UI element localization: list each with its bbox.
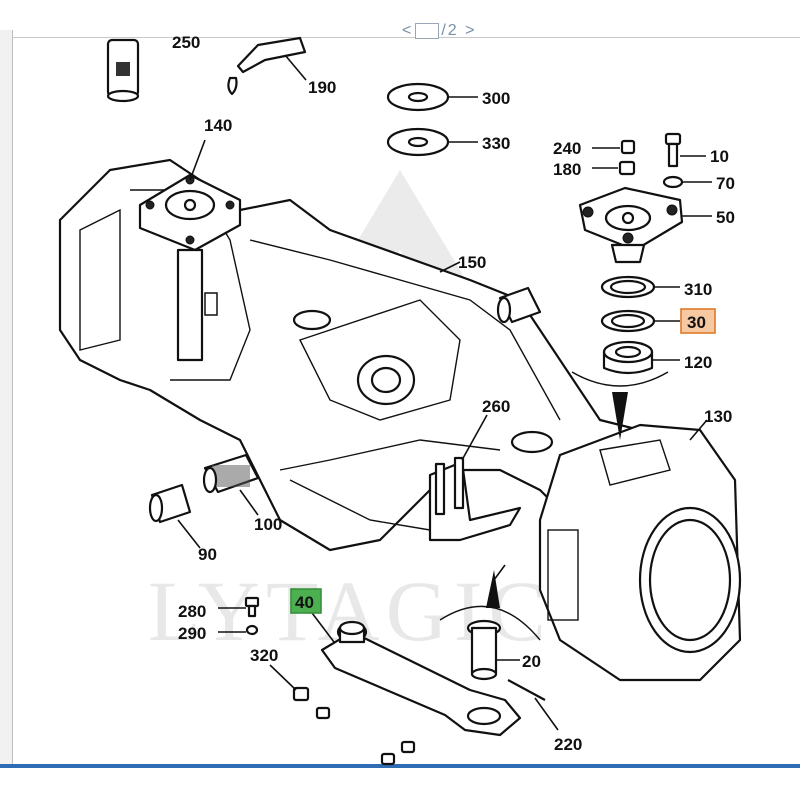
part-300-washer[interactable] xyxy=(386,82,478,112)
label-330[interactable]: 330 xyxy=(482,134,510,153)
viewer-top-divider xyxy=(12,37,800,38)
part-140-pivot-bracket[interactable] xyxy=(138,139,242,362)
part-90-bushing[interactable] xyxy=(148,483,201,549)
label-320[interactable]: 320 xyxy=(250,646,278,665)
part-labels: 250 190 300 330 140 240 180 10 70 50 150… xyxy=(172,33,735,754)
part-290-nut[interactable] xyxy=(218,624,259,636)
label-100[interactable]: 100 xyxy=(254,515,282,534)
part-130-steering-knuckle[interactable] xyxy=(538,419,742,682)
part-330-washer[interactable] xyxy=(386,127,478,157)
page-total: /2 xyxy=(441,22,459,39)
label-40[interactable]: 40 xyxy=(295,593,314,612)
assembly-arrow-lower xyxy=(439,564,541,641)
label-150[interactable]: 150 xyxy=(458,253,486,272)
label-260[interactable]: 260 xyxy=(482,397,510,416)
label-90[interactable]: 90 xyxy=(198,545,217,564)
label-50[interactable]: 50 xyxy=(716,208,735,227)
part-100-bushing[interactable] xyxy=(202,453,260,516)
label-240[interactable]: 240 xyxy=(553,139,581,158)
viewer-left-edge xyxy=(0,30,13,770)
part-280-bolt[interactable] xyxy=(218,596,260,618)
part-120-bearing[interactable] xyxy=(602,340,680,375)
label-40-highlight[interactable]: 40 xyxy=(290,588,322,614)
label-30[interactable]: 30 xyxy=(687,313,706,332)
part-150-axle-housing[interactable] xyxy=(58,158,692,552)
part-sleeve[interactable] xyxy=(496,286,542,324)
part-320-bolts[interactable] xyxy=(269,664,416,766)
next-page-icon[interactable]: > xyxy=(465,22,477,39)
part-30-oring[interactable] xyxy=(600,309,680,333)
label-140[interactable]: 140 xyxy=(204,116,232,135)
label-310[interactable]: 310 xyxy=(684,280,712,299)
part-10-bolt[interactable] xyxy=(664,132,706,168)
part-40-steering-arm[interactable] xyxy=(305,604,522,737)
label-10[interactable]: 10 xyxy=(710,147,729,166)
label-280[interactable]: 280 xyxy=(178,602,206,621)
part-240-grease-nipple[interactable] xyxy=(592,139,636,155)
page-navigator[interactable]: < /2 > xyxy=(402,22,476,40)
page-number-input[interactable] xyxy=(415,22,440,39)
label-20[interactable]: 20 xyxy=(522,652,541,671)
label-300[interactable]: 300 xyxy=(482,89,510,108)
label-250[interactable]: 250 xyxy=(172,33,200,52)
part-260-steering-bracket[interactable] xyxy=(428,414,522,542)
label-190[interactable]: 190 xyxy=(308,78,336,97)
part-190-grease[interactable] xyxy=(227,36,307,96)
part-20-kingpin[interactable] xyxy=(466,619,520,681)
part-220-split-pin[interactable] xyxy=(507,679,559,731)
part-180-fitting[interactable] xyxy=(592,160,636,176)
label-70[interactable]: 70 xyxy=(716,174,735,193)
label-130[interactable]: 130 xyxy=(704,407,732,426)
label-290[interactable]: 290 xyxy=(178,624,206,643)
part-50-top-cover[interactable] xyxy=(578,186,712,264)
part-310-seal[interactable] xyxy=(600,275,680,299)
label-30-highlight[interactable]: 30 xyxy=(680,308,716,334)
viewer-bottom-area xyxy=(0,768,800,800)
assembly-arrow-upper xyxy=(571,371,669,440)
part-250-pin[interactable] xyxy=(106,38,140,103)
label-220[interactable]: 220 xyxy=(554,735,582,754)
prev-page-icon[interactable]: < xyxy=(402,22,414,39)
part-70-washer[interactable] xyxy=(662,175,712,189)
label-180[interactable]: 180 xyxy=(553,160,581,179)
label-120[interactable]: 120 xyxy=(684,353,712,372)
